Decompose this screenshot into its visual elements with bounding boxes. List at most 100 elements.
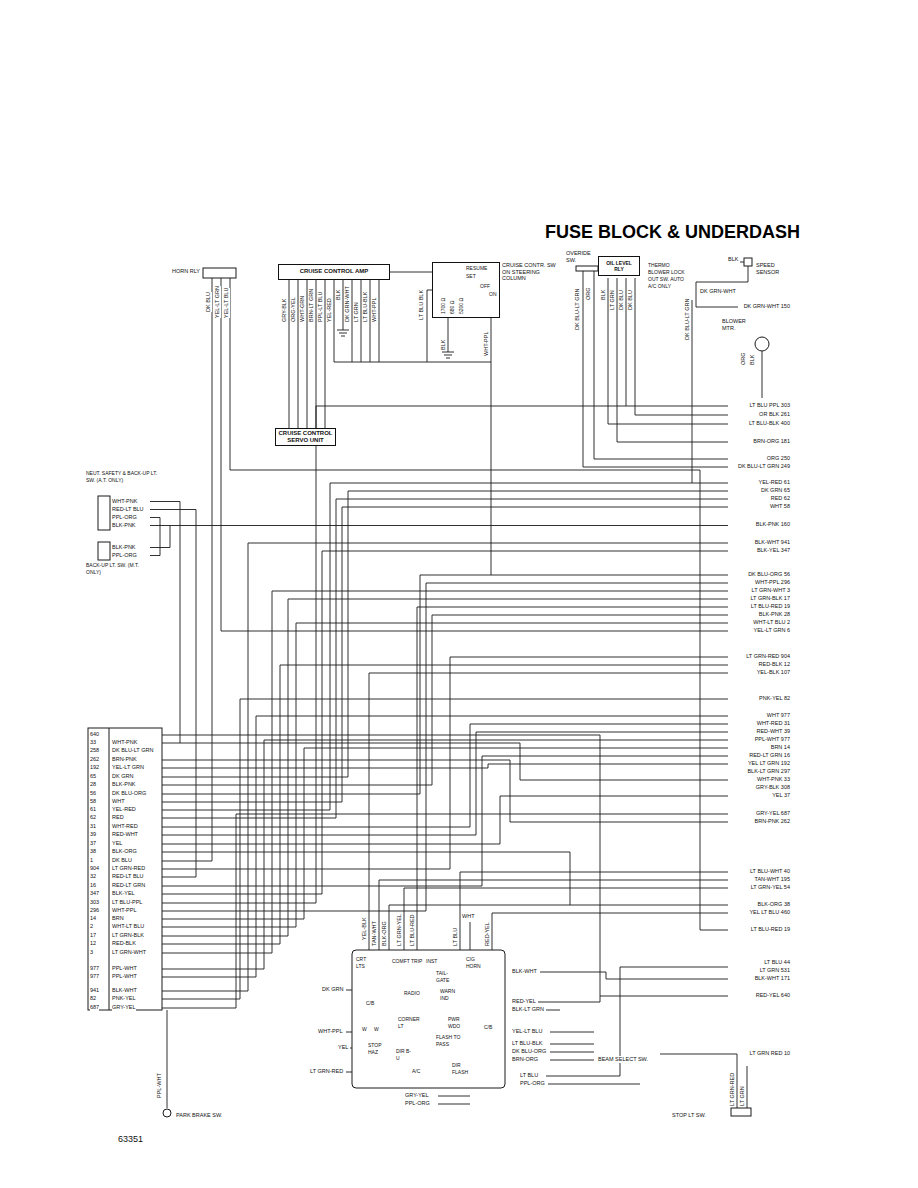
circuit-label: WHT-LT BLU 2 xyxy=(753,619,790,626)
wire-label: WHT-PPL xyxy=(112,907,136,914)
wire-label: LT GRN xyxy=(353,302,360,322)
wire-label: 61 xyxy=(90,806,96,813)
wire-label: DK BLU xyxy=(112,857,132,864)
circuit-label: WHT-RED 31 xyxy=(757,720,790,727)
wire-label: 65 xyxy=(90,773,96,780)
wire-label: PARK BRAKE SW. xyxy=(176,1112,222,1119)
servo-box: CRUISE CONTROL SERVO UNIT xyxy=(275,428,336,446)
wire-label: SPEED SENSOR xyxy=(756,262,788,276)
component-name: OIL LEVEL RLY xyxy=(601,260,637,272)
circuit-label: LT BLU-RED 19 xyxy=(751,603,790,610)
wire-label: LT GRN-YEL xyxy=(396,914,403,946)
wire-label: DK BLU xyxy=(618,290,625,310)
circuit-label: LT GRN-BLK 17 xyxy=(750,595,790,602)
wire-label: LT GRN-RED xyxy=(112,865,145,872)
wire-label: 32 xyxy=(90,873,96,880)
wire-label: YEL-LT GRN xyxy=(112,764,144,771)
circuit-label: DK GRN 65 xyxy=(761,487,790,494)
wire-label: LT GRN-RED xyxy=(729,1073,736,1106)
relay-box: OIL LEVEL RLY xyxy=(598,256,640,276)
wire-label: PPL-ORG xyxy=(405,1100,430,1107)
wire-label: 28 xyxy=(90,781,96,788)
circuit-label: LT BLU-WHT 40 xyxy=(750,868,790,875)
wire-label: DK GRN xyxy=(322,986,343,993)
wire-label: LT BLU BLK xyxy=(418,290,425,320)
wire-label: WHT-GRN xyxy=(299,296,306,322)
circuit-label: BLK-WHT 171 xyxy=(755,975,790,982)
wire-label: RED xyxy=(112,814,124,821)
wire-label: LT BLU xyxy=(520,1072,538,1079)
wire-label: WHT xyxy=(462,913,475,920)
wire-label: LT BLU-BLK xyxy=(512,1040,542,1047)
circuit-label: LT GRN 531 xyxy=(760,967,790,974)
wire-label: HORN RLY xyxy=(172,268,200,275)
wire-label: W xyxy=(362,1026,367,1033)
wire-label: ORG xyxy=(585,287,592,300)
wire-label: ORG-YEL xyxy=(290,297,297,322)
circuit-label: LT BLU PPL 303 xyxy=(749,402,790,409)
wire-label: BLK-LT GRN xyxy=(512,1006,544,1013)
circuit-label: WHT-PPL 296 xyxy=(755,579,790,586)
wire-label: 33 xyxy=(90,739,96,746)
circuit-label: BLK-YEL 347 xyxy=(757,547,790,554)
wire-label: RADIO xyxy=(404,990,420,997)
wire-label: WHT xyxy=(112,798,125,805)
wire-label: RED-WHT xyxy=(112,831,138,838)
circuit-label: BLK-WHT 941 xyxy=(755,539,790,546)
wire-label: BLK-WHT xyxy=(112,987,137,994)
wire-label: PPL-ORG xyxy=(520,1080,545,1087)
circuit-label: LT GRN RED 10 xyxy=(750,1050,790,1057)
circuit-label: TAN-WHT 195 xyxy=(754,876,790,883)
circuit-label: LT BLU 44 xyxy=(764,959,790,966)
wire-label: BRN xyxy=(112,915,124,922)
component-symbols xyxy=(88,258,769,1117)
wire-label: 12 xyxy=(90,940,96,947)
wire-label: BLK-PNK xyxy=(112,781,136,788)
wire-label: PPL-WHT xyxy=(112,965,137,972)
wire-label: NEUT. SAFETY & BACK-UP LT. SW. (A.T. ONL… xyxy=(86,470,158,484)
wire-label: YEL xyxy=(112,840,122,847)
wire-label: 31 xyxy=(90,823,96,830)
circuit-label: RED-YEL 640 xyxy=(756,992,790,999)
wire-label: LT BLU-RED xyxy=(409,914,416,946)
wire-label: SET xyxy=(466,273,476,280)
wire-label: OVERIDE SW. xyxy=(566,250,596,264)
wire-label: 82 xyxy=(90,995,96,1002)
circuit-label: DK GRN-WHT 150 xyxy=(744,303,790,310)
circuit-label: LT GRN-RED 904 xyxy=(746,653,790,660)
wire-label: 1700 Ω xyxy=(440,298,447,314)
wire-label: LT BLU-PPL xyxy=(112,899,142,906)
component-name: CRUISE CONTROL AMP xyxy=(281,268,387,275)
wire-label: 1 xyxy=(90,857,93,864)
wire-label: PPL-ORG xyxy=(112,552,137,559)
wire-label: DK BLU-ORG xyxy=(512,1048,546,1055)
wire-label: WHT-PPL xyxy=(318,1028,342,1035)
wire-label: 3 xyxy=(90,949,93,956)
wire-label: 347 xyxy=(90,890,99,897)
wire-label: PNK-YEL xyxy=(112,995,136,1002)
circuit-label: WHT-PNK 33 xyxy=(757,776,790,783)
wire-label: PPL-WHT xyxy=(156,1073,163,1098)
circuit-label: WHT 977 xyxy=(767,712,790,719)
wire-label: LT GRN xyxy=(609,290,616,310)
wire-label: WARN IND xyxy=(440,988,462,1002)
wire-label: GRY-YEL xyxy=(405,1092,429,1099)
wire-label: THERMO BLOWER LOCK OUT SW. AUTO A/C ONLY xyxy=(648,262,688,290)
wire-label: BLK-ORG xyxy=(112,848,137,855)
wire-label: COMFT TRIP xyxy=(392,958,422,965)
wire-label: 262 xyxy=(90,756,99,763)
wire-label: DK BLU xyxy=(627,290,634,310)
wire-label: YEL-LT GRN xyxy=(214,286,221,318)
wire-label: CIG HORN xyxy=(466,956,484,970)
wire-label: LT GRN-BLK xyxy=(112,932,144,939)
wire-label: DK GRN-WHT xyxy=(700,288,736,295)
wire-label: YEL-RED xyxy=(112,806,136,813)
wire-label: BACK-UP LT. SW. (M.T. ONLY) xyxy=(86,562,148,576)
wire-label: 977 xyxy=(90,973,99,980)
wire-label: DK BLU xyxy=(205,292,212,312)
wire-label: W xyxy=(374,1026,379,1033)
wire-label: 5200 Ω xyxy=(458,298,465,314)
wire-label: FLASH TO PASS xyxy=(436,1034,466,1048)
wire-label: C/B xyxy=(484,1024,492,1031)
